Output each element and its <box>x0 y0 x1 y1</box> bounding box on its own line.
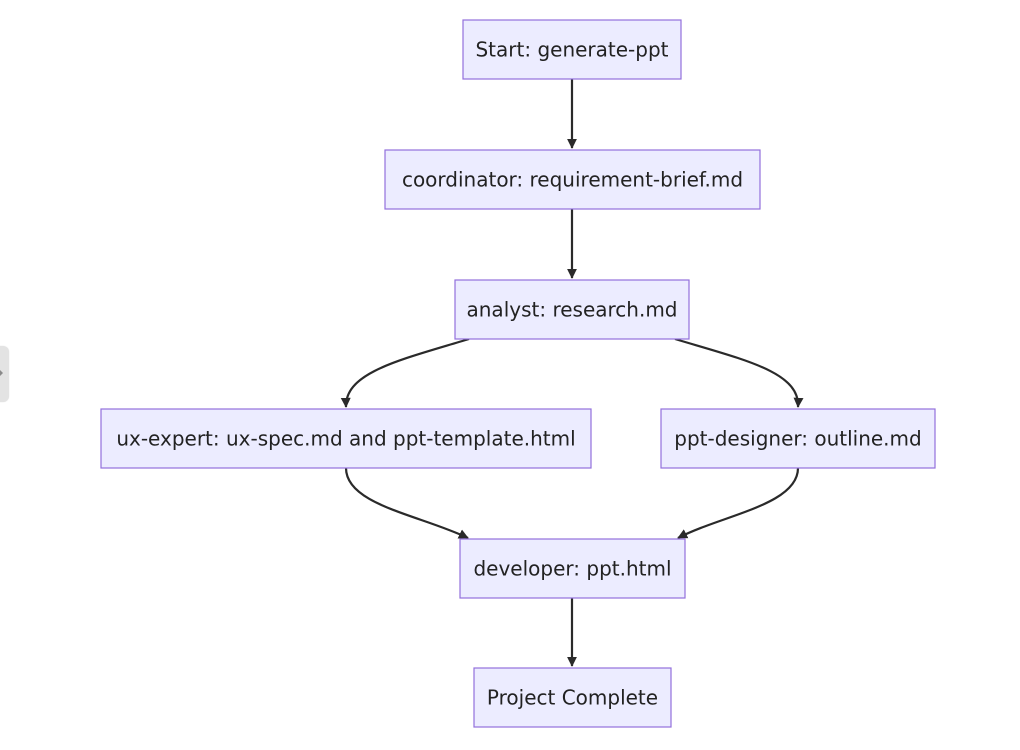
edge-designer-to-developer <box>677 467 800 539</box>
node-label: analyst: research.md <box>467 298 678 322</box>
node-box <box>384 149 761 210</box>
chevron-right-icon <box>0 368 3 378</box>
node-label: developer: ppt.html <box>473 557 671 581</box>
node-coordinator: coordinator: requirement-brief.md <box>384 149 761 210</box>
node-label: Project Complete <box>487 686 658 710</box>
node-complete: Project Complete <box>473 667 672 728</box>
edge-ux-to-developer <box>344 467 469 539</box>
node-box <box>459 538 686 599</box>
node-start: Start: generate-ppt <box>462 19 682 80</box>
node-developer: developer: ppt.html <box>459 538 686 599</box>
edge-analyst-to-ux <box>340 337 470 408</box>
node-analyst: analyst: research.md <box>454 279 690 340</box>
node-box <box>454 279 690 340</box>
node-label: coordinator: requirement-brief.md <box>402 168 743 192</box>
node-box <box>100 408 592 469</box>
node-box <box>473 667 672 728</box>
sidebar-toggle-handle[interactable] <box>0 346 9 402</box>
nodes-layer: Start: generate-ppt coordinator: requirem… <box>100 19 936 728</box>
node-box <box>660 408 936 469</box>
edges-layer <box>340 79 804 667</box>
node-label: ppt-designer: outline.md <box>674 427 921 451</box>
node-label: ux-expert: ux-spec.md and ppt-template.h… <box>116 427 575 451</box>
node-ux: ux-expert: ux-spec.md and ppt-template.h… <box>100 408 592 469</box>
node-label: Start: generate-ppt <box>475 38 668 62</box>
node-box <box>462 19 682 80</box>
node-designer: ppt-designer: outline.md <box>660 408 936 469</box>
edge-analyst-to-designer <box>674 337 804 408</box>
